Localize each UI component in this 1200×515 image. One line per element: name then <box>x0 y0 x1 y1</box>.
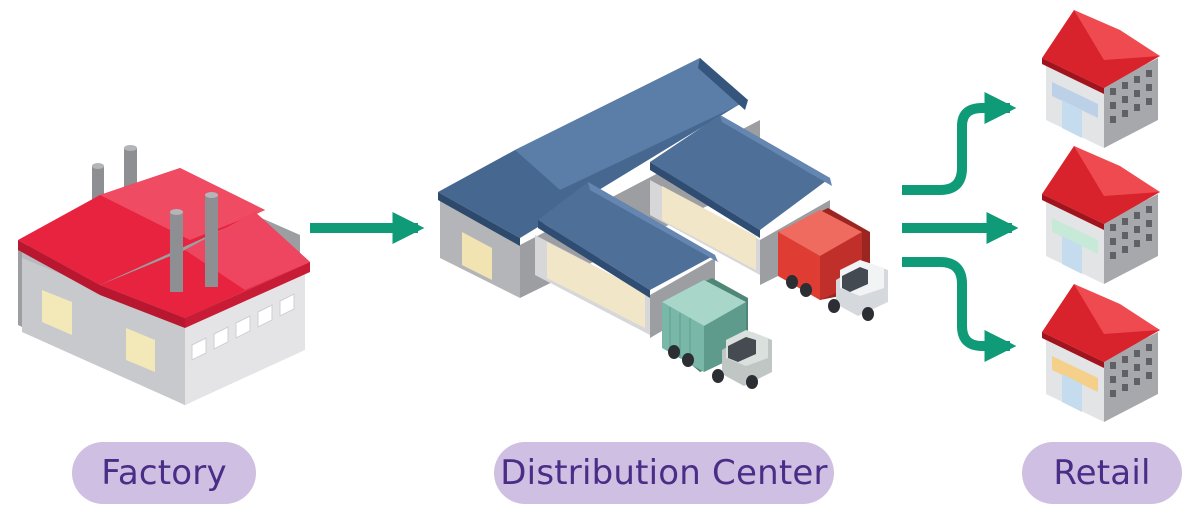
distribution-center-label: Distribution Center <box>494 442 834 504</box>
store-icon <box>1042 284 1160 422</box>
factory-icon <box>18 145 310 405</box>
arrow-right-icon <box>902 91 1017 195</box>
factory-label: Factory <box>72 442 256 504</box>
arrow-right-icon <box>902 257 1017 363</box>
store-icon <box>1042 146 1160 284</box>
retail-label: Retail <box>1022 442 1182 504</box>
warehouse-icon <box>438 58 832 338</box>
truck-icon <box>662 278 772 389</box>
store-icon <box>1042 10 1160 148</box>
truck-icon <box>778 208 888 321</box>
